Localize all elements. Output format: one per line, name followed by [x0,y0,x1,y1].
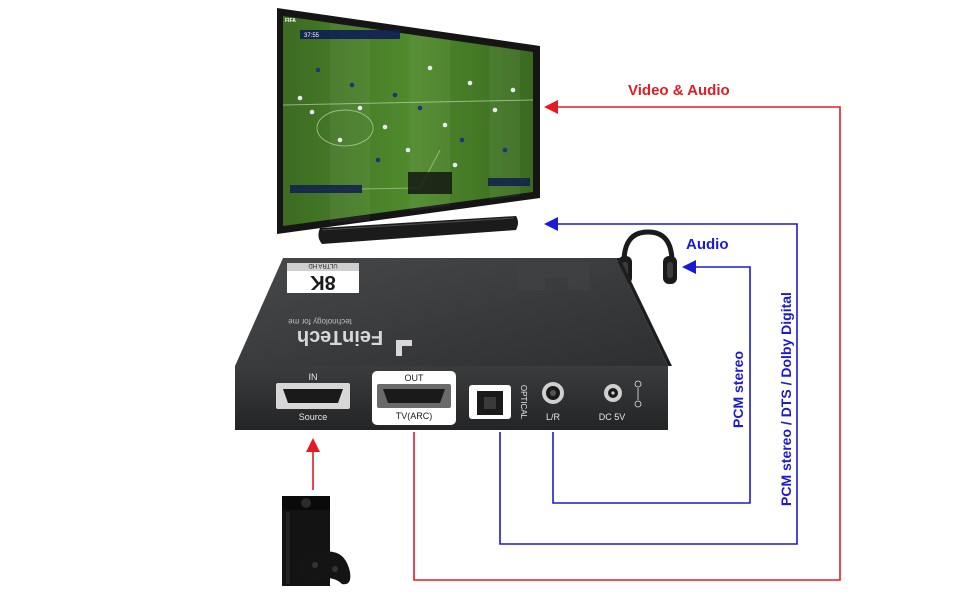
arrow-optical [544,217,558,231]
ultra-hd-badge: 8K ULTRA HD [287,262,359,293]
game-console [282,496,351,586]
port-out-sub: TV(ARC) [396,411,433,421]
optical-port: OPTICAL [469,385,528,420]
port-in-label: IN [309,372,318,382]
label-pcm-dts-dolby: PCM stereo / DTS / Dolby Digital [778,292,794,506]
soundbar [318,216,518,244]
label-audio: Audio [686,236,729,253]
lr-audio-jack: L/R [542,382,564,422]
dc-power-port: DC 5V [599,380,642,422]
tv: 37:55 FIFA [277,8,540,234]
connection-lr [552,266,751,504]
port-optical-label: OPTICAL [519,385,528,420]
label-pcm-stereo: PCM stereo [730,351,746,428]
arrow-source [306,438,320,452]
connection-optical [499,223,798,545]
hdmi-out-port: OUT TV(ARC) [372,371,456,425]
brand-logo: FeinTech technology for me [288,317,412,356]
port-in-sub: Source [299,412,328,422]
port-out-label: OUT [405,373,425,383]
controller-icon [299,550,351,585]
port-lr-label: L/R [546,412,561,422]
connection-video-audio [413,106,841,581]
tv-brand-mark: FIFA [285,18,296,24]
arrow-video-audio [544,100,558,114]
port-dc-label: DC 5V [599,412,626,422]
players [297,65,516,168]
tv-screen [283,16,533,226]
svg-text:8K: 8K [310,271,336,293]
svg-text:ULTRA HD: ULTRA HD [308,262,338,268]
hdmi-in-port: IN Source [276,372,350,422]
scoreboard [300,30,400,39]
brand-name: FeinTech [297,326,383,348]
label-video-audio: Video & Audio [628,82,730,99]
audio-extractor-device: 8K ULTRA HD FeinTech technology for me I… [235,258,672,430]
arrow-lr [682,260,696,274]
score-time: 37:55 [304,33,320,39]
brand-tagline: technology for me [288,317,352,326]
